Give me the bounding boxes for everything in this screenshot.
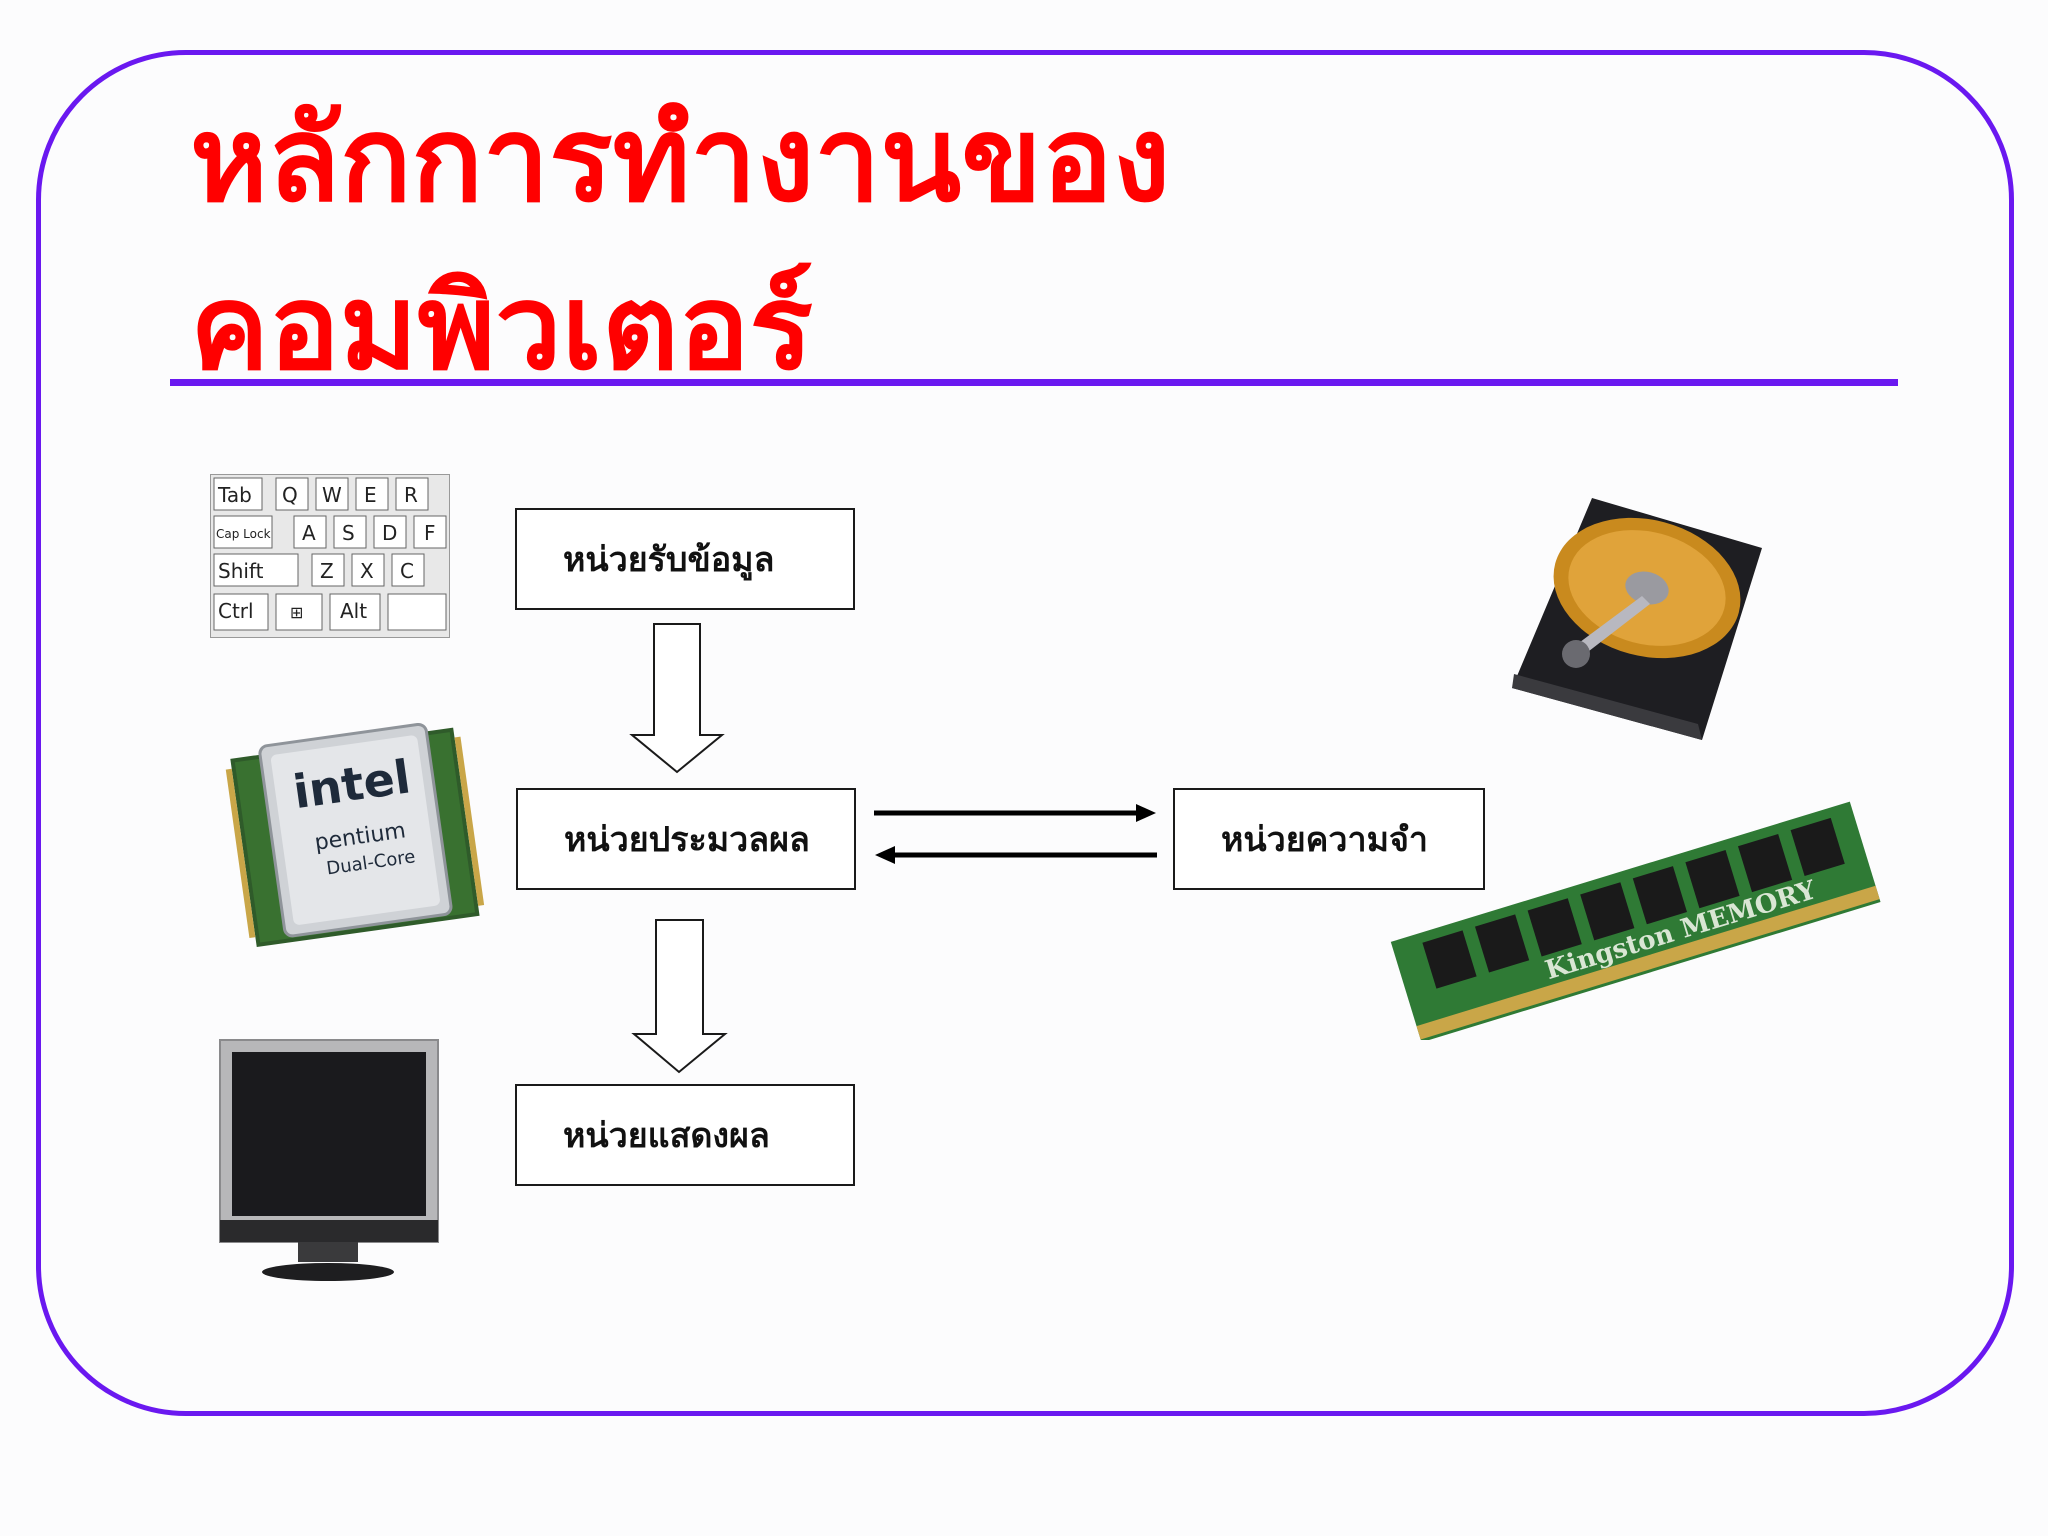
ram-module-icon: Kingston MEMORY [1382,780,1882,1040]
processing-unit-label: หน่วยประมวลผล [564,812,810,866]
key-f: F [424,521,436,545]
hard-disk-icon [1472,478,1762,740]
output-unit-label: หน่วยแสดงผล [563,1108,770,1162]
key-e: E [364,483,377,507]
input-unit-label: หน่วยรับข้อมูล [563,532,774,586]
keyboard-icon: Tab Q W E R Cap Lock A S D F Shift Z X [210,474,450,638]
keyboard-row-3: Shift Z X C [214,554,424,586]
monitor-icon [218,1038,440,1284]
key-caplock: Cap Lock [216,527,271,541]
key-z: Z [320,559,334,583]
key-windows: ⊞ [290,603,303,622]
key-x: X [360,559,374,583]
key-ctrl: Ctrl [218,599,254,623]
processing-unit-box: หน่วยประมวลผล [516,788,856,890]
title-line-1: หลักการทำงานของ [190,75,1690,243]
slide-title: หลักการทำงานของ คอมพิวเตอร์ [190,75,1690,411]
title-underline [170,379,1898,386]
key-w: W [322,483,342,507]
key-a: A [302,521,316,545]
keyboard-row-1: Tab Q W E R [214,478,428,510]
key-q: Q [282,483,298,507]
key-d: D [382,521,397,545]
keyboard-row-4: Ctrl ⊞ Alt [214,594,446,630]
key-shift: Shift [218,559,264,583]
output-unit-box: หน่วยแสดงผล [515,1084,855,1186]
key-c: C [400,559,414,583]
key-tab: Tab [217,483,252,507]
input-unit-box: หน่วยรับข้อมูล [515,508,855,610]
key-alt: Alt [340,599,367,623]
cpu-icon: intel pentium Dual-Core [222,712,492,957]
key-r: R [404,483,418,507]
key-s: S [342,521,355,545]
